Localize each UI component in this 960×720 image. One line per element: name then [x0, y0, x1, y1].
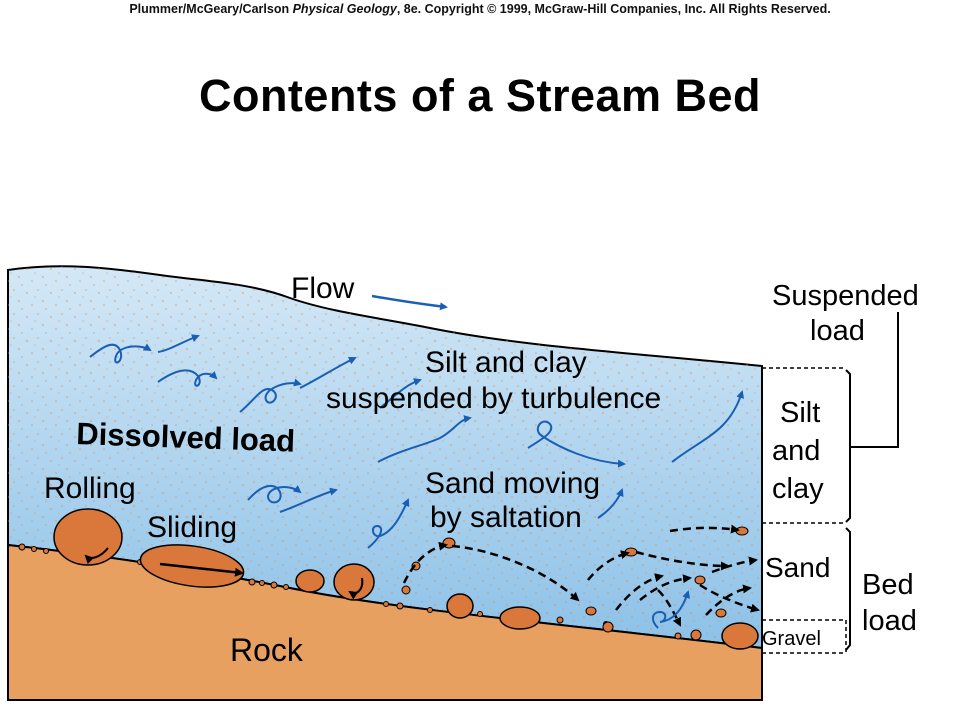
pebble-roll-arrow	[348, 577, 364, 600]
sliding-label: Sliding	[147, 511, 237, 544]
page-title: Contents of a Stream Bed	[198, 70, 762, 121]
bed-load-label-line2: load	[862, 605, 917, 637]
brackets	[845, 312, 899, 651]
credit-authors: Plummer/McGeary/Carlson	[129, 2, 290, 16]
bed-load-label-line1: Bed	[862, 569, 914, 601]
zone-dividers	[762, 367, 847, 654]
sand-moving-label-line2: by saltation	[430, 501, 582, 534]
saltation-arrows	[402, 524, 760, 627]
silt-zone-label-line1: Silt	[780, 397, 820, 429]
sliding-arrow	[159, 562, 244, 577]
suspended-load-label-line2: load	[810, 315, 865, 347]
rolling-label: Rolling	[44, 472, 136, 505]
credit-book: Physical Geology	[292, 2, 397, 16]
rolling-arrow	[84, 547, 109, 565]
credit-rest: , 8e. Copyright © 1999, McGraw-Hill Comp…	[396, 2, 831, 16]
suspended-load-label-line1: Suspended	[772, 280, 919, 312]
silt-zone-label-line3: clay	[772, 473, 824, 505]
turbulence-arrows	[89, 294, 745, 629]
dissolved-load-label: Dissolved load	[76, 416, 296, 459]
sand-zone-label: Sand	[765, 552, 830, 583]
silt-clay-label-line2: suspended by turbulence	[326, 382, 661, 415]
sand-moving-label-line1: Sand moving	[425, 467, 600, 500]
gravel-zone-label: Gravel	[762, 628, 821, 650]
sand-grains	[401, 526, 749, 641]
flow-label: Flow	[291, 272, 355, 305]
rock-label: Rock	[230, 632, 304, 668]
copyright-credit: Plummer/McGeary/Carlson Physical Geology…	[0, 2, 960, 16]
silt-clay-label-line1: Silt and clay	[425, 346, 587, 379]
silt-zone-label-line2: and	[772, 435, 820, 467]
